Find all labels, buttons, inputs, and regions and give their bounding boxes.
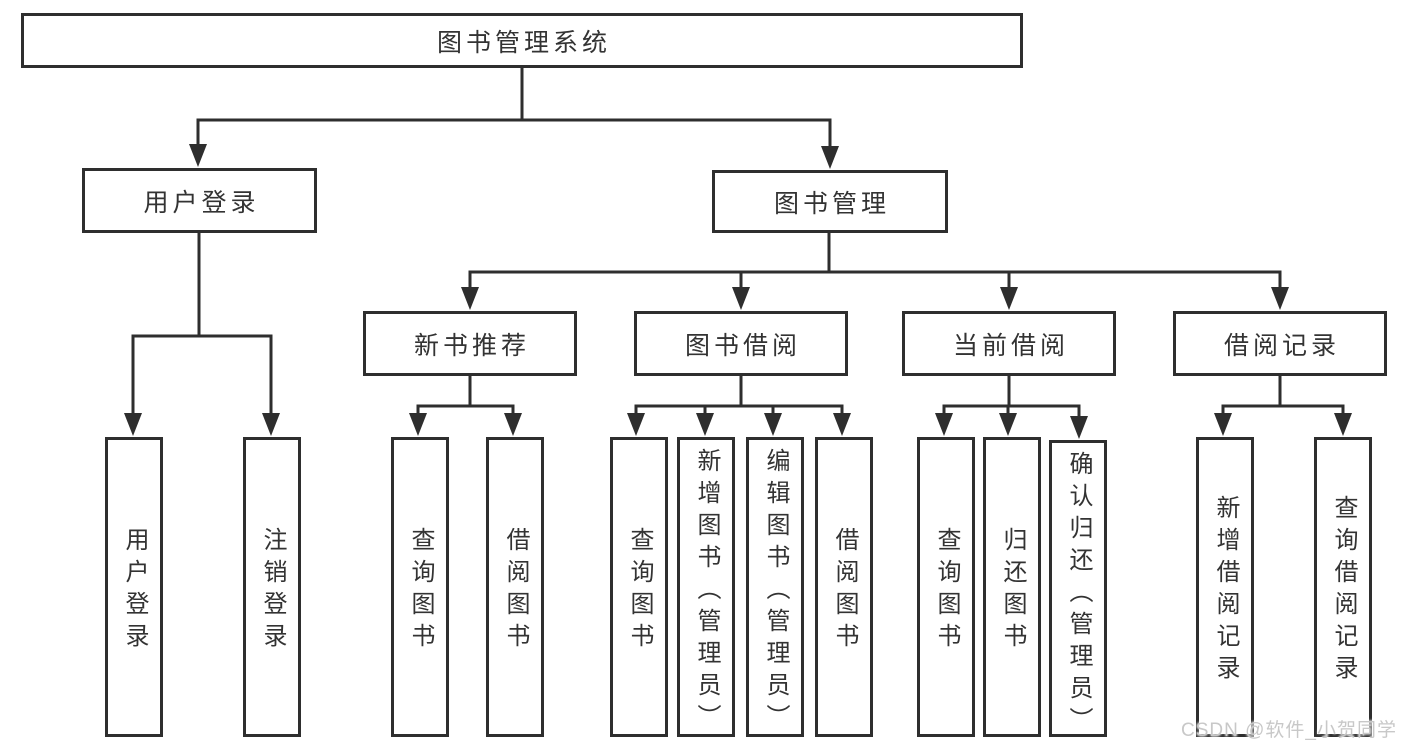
- node-label: 注销登录: [259, 527, 286, 655]
- leaf-add-borrow-record: 新增借阅记录: [1196, 437, 1254, 737]
- arrow-down-icon: [409, 413, 427, 436]
- arrow-down-icon: [124, 413, 142, 436]
- arrow-down-icon: [833, 413, 851, 436]
- node-user-login: 用户登录: [82, 168, 317, 233]
- arrow-down-icon: [1214, 413, 1232, 436]
- arrow-down-icon: [504, 413, 522, 436]
- csdn-watermark: CSDN @软件_小贺同学: [1181, 720, 1397, 741]
- leaf-query-books-2: 查询图书: [610, 437, 668, 737]
- leaf-user-login: 用户登录: [105, 437, 163, 737]
- leaf-borrow-books-1: 借阅图书: [486, 437, 544, 737]
- arrow-down-icon: [935, 413, 953, 436]
- arrow-down-icon: [764, 413, 782, 436]
- node-label: 图书管理系统: [436, 28, 611, 57]
- arrow-down-icon: [999, 413, 1017, 436]
- arrow-down-icon: [821, 146, 839, 169]
- node-label: 编辑图书（管理员）: [762, 448, 789, 736]
- node-label: 查询图书: [626, 527, 653, 655]
- node-book-management: 图书管理: [712, 170, 948, 233]
- arrow-down-icon: [1271, 287, 1289, 310]
- leaf-confirm-return-admin: 确认归还（管理员）: [1049, 440, 1107, 739]
- node-label: 借阅图书: [831, 527, 858, 655]
- node-library-management-system: 图书管理系统: [21, 13, 1023, 68]
- leaf-add-books-admin: 新增图书（管理员）: [677, 437, 735, 737]
- leaf-query-books-1: 查询图书: [391, 437, 449, 737]
- node-label: 新增借阅记录: [1212, 495, 1239, 687]
- node-current-borrowing: 当前借阅: [902, 311, 1116, 376]
- node-new-book-recommend: 新书推荐: [363, 311, 577, 376]
- arrow-down-icon: [732, 287, 750, 310]
- arrow-down-icon: [1070, 416, 1088, 439]
- leaf-logout: 注销登录: [243, 437, 301, 737]
- node-label: 查询图书: [407, 527, 434, 655]
- arrow-down-icon: [262, 413, 280, 436]
- node-label: 图书管理: [773, 189, 890, 218]
- node-label: 用户登录: [143, 188, 260, 217]
- node-label: 新增图书（管理员）: [693, 448, 720, 736]
- arrow-down-icon: [1000, 287, 1018, 310]
- node-label: 当前借阅: [952, 331, 1069, 360]
- arrow-down-icon: [461, 287, 479, 310]
- node-label: 图书借阅: [684, 331, 801, 360]
- arrow-down-icon: [189, 144, 207, 167]
- leaf-return-books: 归还图书: [983, 437, 1041, 737]
- node-book-borrowing: 图书借阅: [634, 311, 848, 376]
- arrow-down-icon: [696, 413, 714, 436]
- leaf-edit-books-admin: 编辑图书（管理员）: [746, 437, 804, 737]
- node-label: 借阅记录: [1223, 331, 1340, 360]
- node-label: 查询图书: [933, 527, 960, 655]
- arrow-down-icon: [627, 413, 645, 436]
- node-label: 借阅图书: [502, 527, 529, 655]
- node-label: 用户登录: [121, 527, 148, 655]
- node-label: 归还图书: [999, 527, 1026, 655]
- leaf-borrow-books-2: 借阅图书: [815, 437, 873, 737]
- node-label: 确认归还（管理员）: [1065, 451, 1092, 739]
- arrow-down-icon: [1334, 413, 1352, 436]
- node-label: 查询借阅记录: [1330, 495, 1357, 687]
- node-borrowing-records: 借阅记录: [1173, 311, 1387, 376]
- leaf-query-books-3: 查询图书: [917, 437, 975, 737]
- node-label: 新书推荐: [413, 331, 530, 360]
- leaf-query-borrow-record: 查询借阅记录: [1314, 437, 1372, 737]
